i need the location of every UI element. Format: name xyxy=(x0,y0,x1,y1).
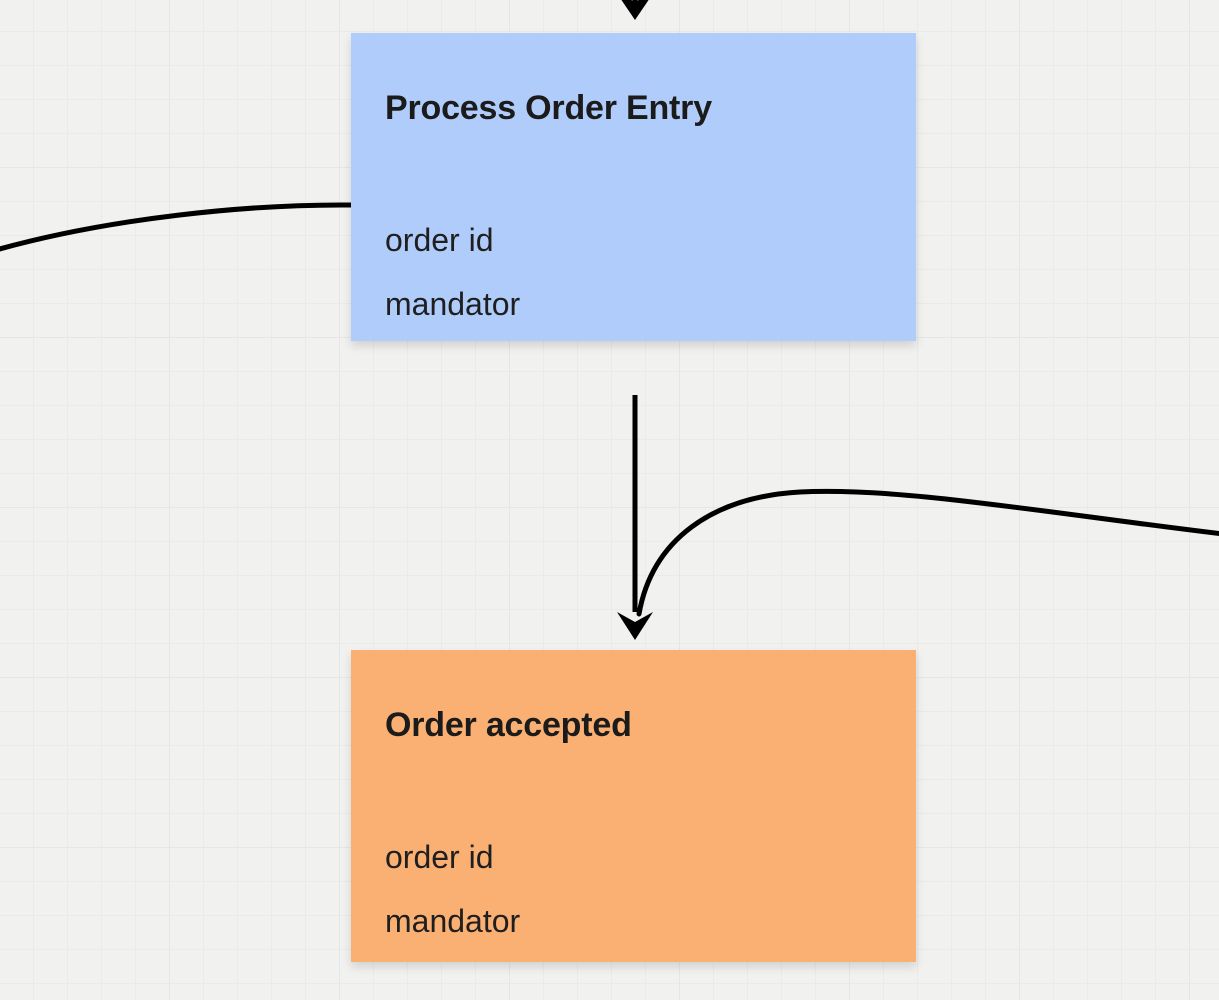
edge-incoming-top-arrow xyxy=(621,0,649,20)
edge-left-inbound-curve xyxy=(0,202,355,252)
arrowhead-down-icon xyxy=(617,612,653,640)
node-attributes: order id mandator xyxy=(385,839,521,939)
node-order-accepted[interactable]: Order accepted order id mandator xyxy=(351,650,916,962)
node-title: Process Order Entry xyxy=(385,89,712,127)
node-title: Order accepted xyxy=(385,706,632,744)
node-process-order-entry[interactable]: Process Order Entry order id mandator xyxy=(351,33,916,341)
edge-process-to-accepted xyxy=(617,395,653,640)
node-attributes: order id mandator xyxy=(385,222,521,322)
arrowhead-down-icon xyxy=(621,0,649,20)
edge-right-inbound-curve xyxy=(636,488,1219,617)
